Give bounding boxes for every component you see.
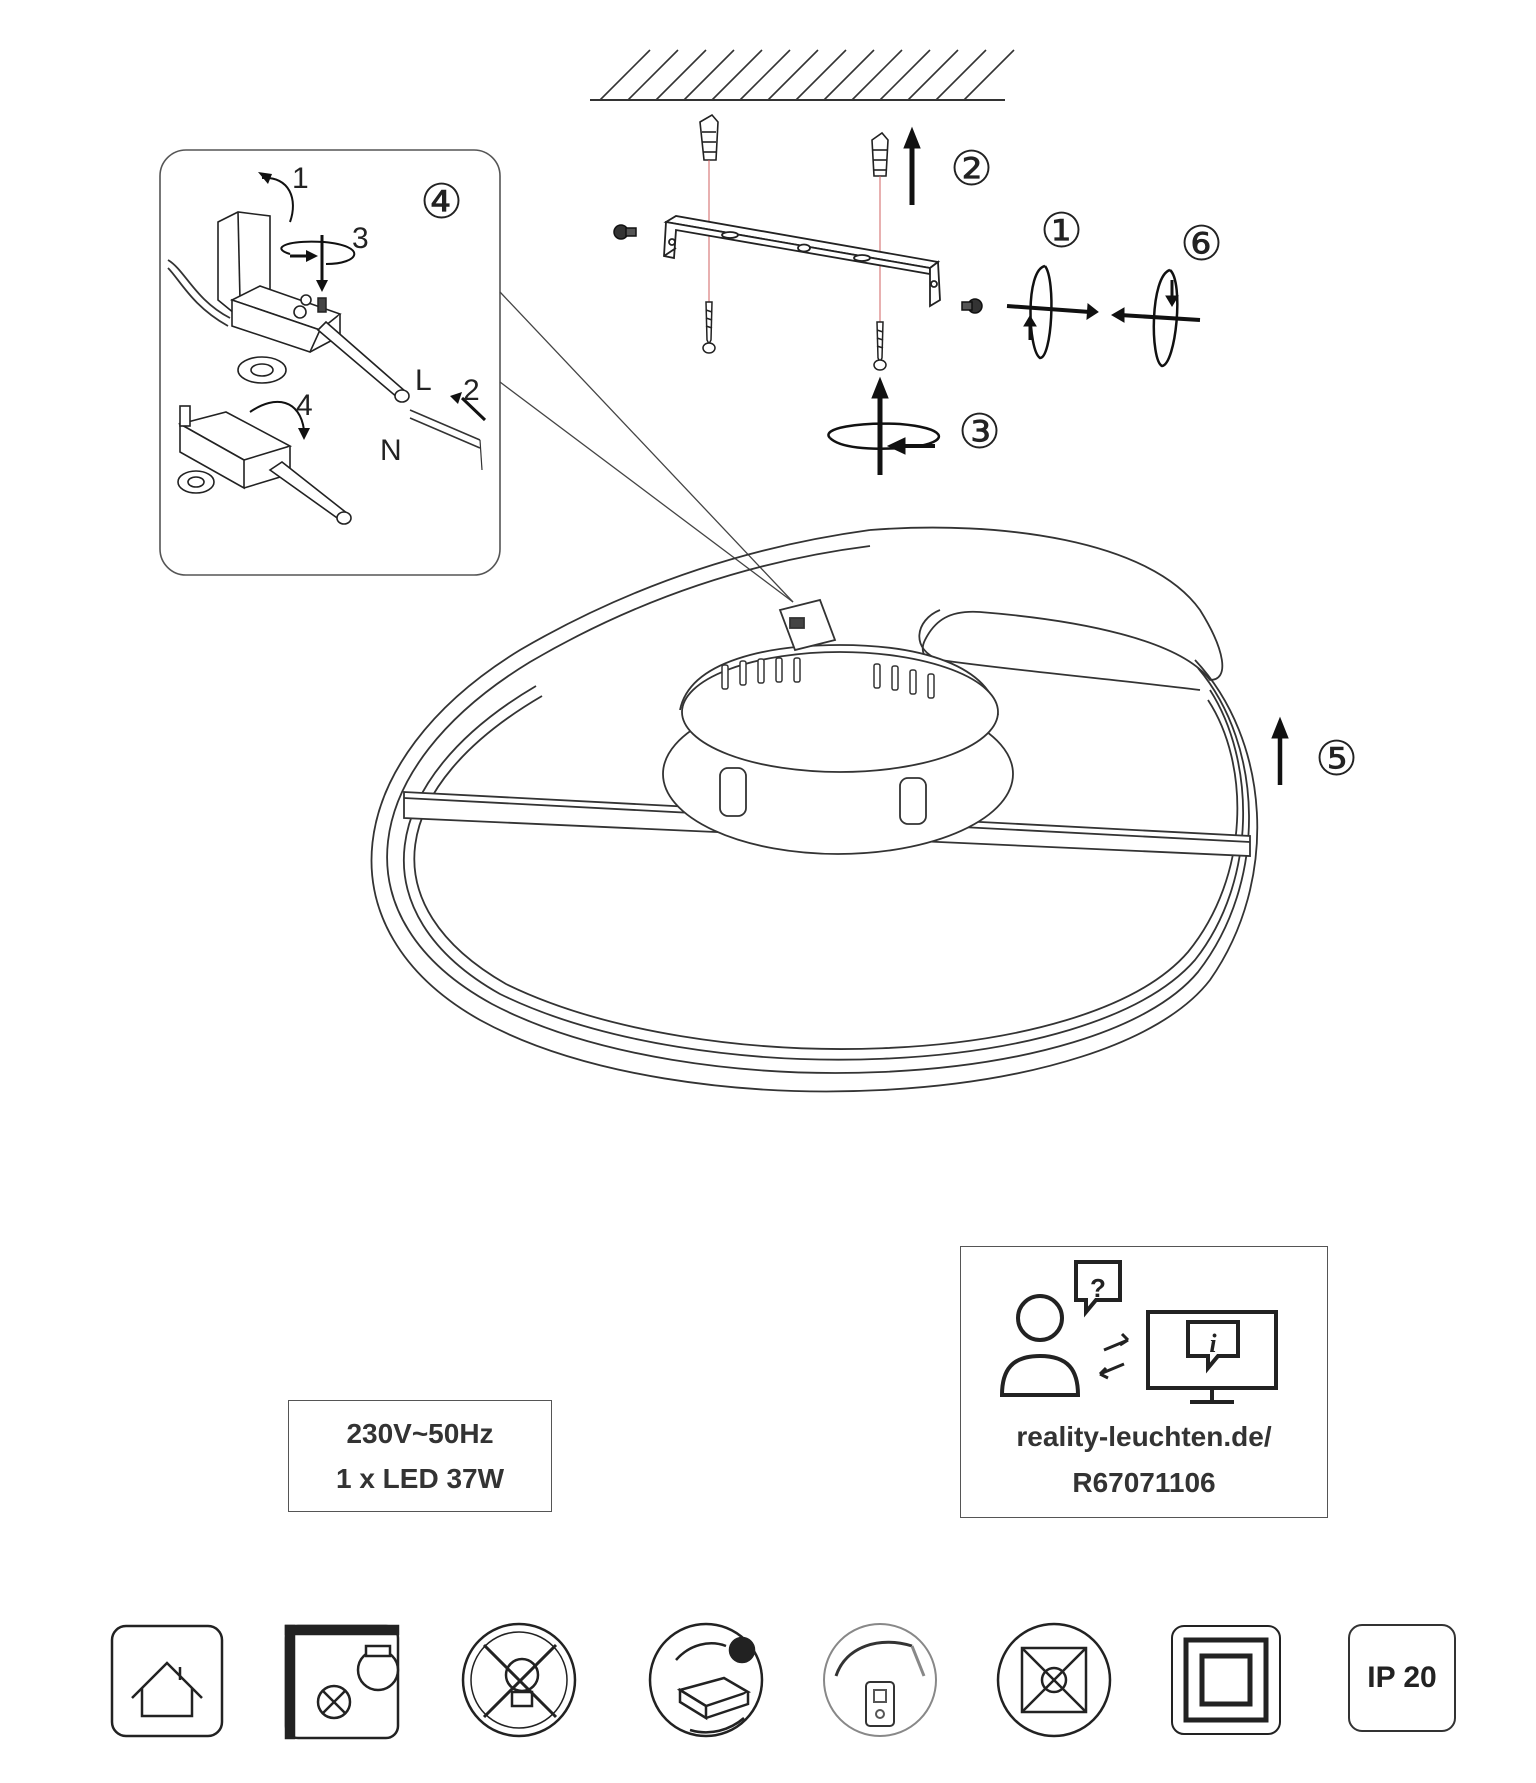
step-6-label: ⑥: [1180, 218, 1223, 271]
ceiling-screw-right: [873, 321, 887, 371]
bracket-screw-right: [961, 298, 983, 314]
support-pictogram: [999, 1260, 1278, 1404]
electrical-spec-box: 230V~50Hz 1 x LED 37W: [288, 1400, 552, 1512]
info-box: reality-leuchten.de/ R67071106: [960, 1246, 1328, 1518]
detail-label-live: L: [415, 364, 432, 397]
info-glyph: i: [1209, 1329, 1217, 1358]
step-3-label: ③: [958, 406, 1001, 459]
ceiling-screw-left: [702, 301, 716, 354]
wiring-detail-inset: ④: [159, 149, 794, 603]
step-5-label: ⑤: [1315, 733, 1358, 786]
arrow-up-step-5: [1271, 716, 1289, 785]
ceiling-mount-only-icon: [284, 1624, 400, 1740]
step-numbers: ② ① ⑥ ③ ⑤: [950, 143, 1358, 786]
protection-class-2-icon: [1171, 1625, 1281, 1735]
detail-label-2: 2: [463, 374, 480, 407]
wall-plug-left: [699, 113, 719, 161]
arrow-rotate-step-6: [1111, 268, 1201, 368]
question-mark-glyph: ?: [1090, 1273, 1106, 1303]
ceiling-hatch: [590, 49, 1015, 101]
arrow-rotate-step-1: [1006, 264, 1099, 360]
info-url-line-1[interactable]: reality-leuchten.de/: [1016, 1421, 1272, 1452]
mounting-bracket: [663, 215, 941, 308]
voltage-spec: 230V~50Hz: [346, 1418, 494, 1449]
wall-plug-right: [871, 131, 889, 177]
lamp-spec: 1 x LED 37W: [335, 1463, 505, 1494]
indoor-use-icon: [110, 1624, 224, 1738]
detail-label-4: 4: [296, 389, 313, 422]
ip-rating-text: IP 20: [1367, 1661, 1437, 1694]
detail-label-1: 1: [292, 162, 309, 195]
led-not-replaceable-icon: [461, 1622, 577, 1738]
luminaire-canopy: [662, 598, 1014, 855]
step-4-label: ④: [420, 176, 463, 229]
arrow-tighten-step-3: [827, 376, 941, 475]
dimmable-wall-switch-icon: [823, 1623, 937, 1737]
luminaire-ring: [370, 526, 1259, 1093]
info-url-line-2[interactable]: R67071106: [1072, 1467, 1216, 1498]
detail-label-neutral: N: [380, 434, 402, 467]
detail-label-3: 3: [352, 222, 369, 255]
step-2-label: ②: [950, 143, 993, 196]
no-dimmer-icon: [996, 1622, 1112, 1738]
arrow-up-step-2: [903, 126, 921, 205]
ip-rating-badge: IP 20: [1348, 1624, 1456, 1732]
driver-replaceable-by-professional-icon: [648, 1622, 764, 1738]
bracket-screw-left: [613, 224, 637, 240]
step-1-label: ①: [1040, 205, 1083, 258]
